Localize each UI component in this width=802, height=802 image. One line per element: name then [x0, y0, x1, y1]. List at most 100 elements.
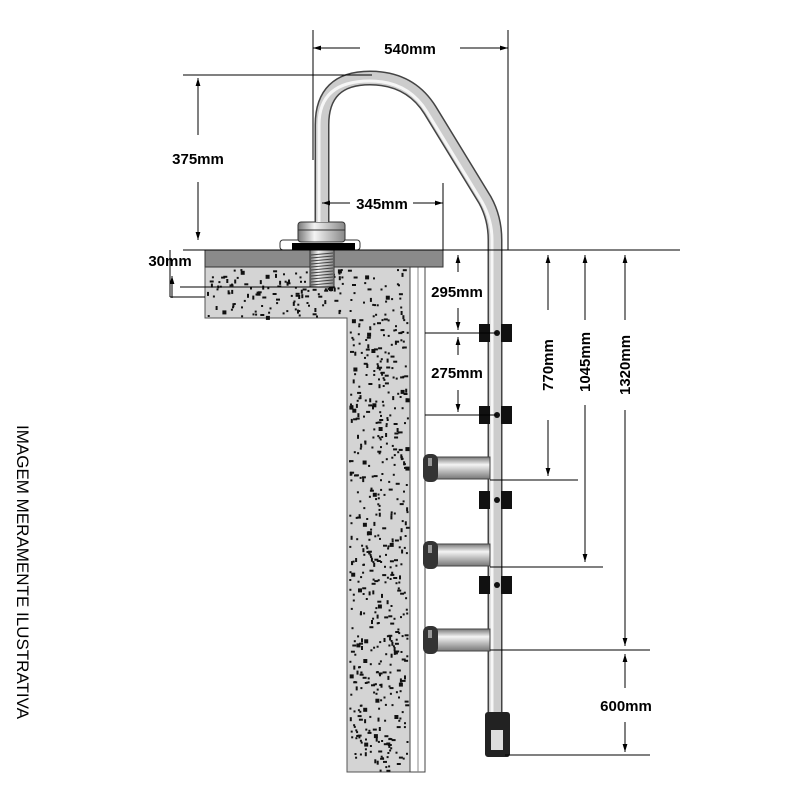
- speckle: [376, 614, 379, 619]
- speckle: [209, 280, 214, 283]
- speckle: [360, 704, 363, 707]
- speckle: [232, 306, 234, 309]
- dim-label-1320: 1320mm: [617, 335, 634, 395]
- speckle: [230, 308, 233, 311]
- speckle: [396, 669, 401, 672]
- speckle: [386, 635, 389, 638]
- speckle: [393, 448, 398, 451]
- speckle: [375, 698, 380, 703]
- speckle: [380, 479, 382, 482]
- speckle: [359, 642, 363, 645]
- speckle: [378, 452, 381, 455]
- speckle: [402, 269, 407, 272]
- speckle: [401, 272, 404, 277]
- speckle: [389, 636, 392, 641]
- speckle: [398, 431, 403, 434]
- speckle: [404, 722, 406, 725]
- speckle: [387, 752, 390, 754]
- speckle: [364, 356, 366, 359]
- speckle: [355, 686, 358, 691]
- speckle: [373, 734, 378, 739]
- speckle: [404, 365, 407, 368]
- speckle: [352, 560, 355, 563]
- speckle: [378, 436, 381, 439]
- speckle: [393, 512, 396, 515]
- speckle: [353, 276, 358, 279]
- speckle: [357, 391, 362, 394]
- speckle: [276, 302, 279, 305]
- speckle: [395, 564, 398, 567]
- speckle: [368, 464, 371, 467]
- speckle: [372, 492, 377, 497]
- dim-label-30: 30mm: [148, 253, 191, 270]
- speckle: [372, 315, 375, 318]
- speckle: [369, 715, 372, 718]
- speckle: [375, 692, 378, 695]
- speckle: [355, 756, 358, 759]
- speckle: [395, 650, 400, 653]
- speckle: [372, 590, 375, 595]
- speckle: [391, 641, 394, 646]
- speckle: [359, 710, 362, 713]
- speckle: [391, 704, 394, 707]
- speckle: [405, 597, 408, 600]
- speckle: [402, 613, 405, 616]
- speckle: [364, 639, 369, 644]
- speckle: [298, 314, 301, 317]
- speckle: [341, 276, 344, 279]
- speckle: [362, 593, 365, 595]
- speckle: [376, 560, 381, 562]
- speckle: [400, 376, 405, 379]
- speckle: [401, 549, 404, 554]
- speckle: [350, 693, 353, 696]
- speckle: [241, 315, 244, 318]
- speckle: [360, 687, 363, 690]
- speckle: [402, 340, 405, 343]
- speckle: [377, 717, 380, 722]
- speckle: [368, 404, 373, 407]
- speckle: [362, 571, 365, 574]
- speckle: [374, 611, 377, 614]
- speckle: [376, 688, 379, 691]
- speckle: [379, 674, 381, 677]
- speckle: [357, 434, 359, 439]
- speckle: [377, 740, 380, 743]
- speckle: [356, 538, 359, 541]
- speckle: [398, 581, 401, 584]
- speckle: [377, 622, 380, 624]
- speckle: [352, 408, 357, 413]
- speckle: [368, 552, 371, 555]
- speckle: [393, 454, 396, 457]
- speckle: [367, 344, 370, 349]
- speckle: [382, 757, 384, 760]
- speckle: [372, 303, 375, 306]
- speckle: [387, 547, 390, 550]
- speckle: [356, 643, 361, 648]
- speckle: [368, 591, 371, 596]
- speckle: [402, 331, 405, 333]
- speckle: [358, 736, 361, 739]
- speckle: [385, 295, 390, 300]
- speckle: [387, 545, 390, 548]
- speckle: [405, 388, 408, 393]
- speckle: [384, 382, 389, 385]
- speckle: [358, 514, 361, 519]
- speckle: [361, 544, 364, 547]
- speckle: [233, 303, 236, 305]
- speckle: [329, 287, 333, 292]
- dimension-lines: [169, 30, 680, 756]
- speckle: [369, 663, 372, 666]
- speckle: [366, 518, 369, 520]
- speckle: [358, 588, 362, 593]
- speckle: [350, 418, 353, 423]
- speckle: [364, 399, 367, 402]
- speckle: [351, 336, 354, 339]
- speckle: [378, 427, 383, 431]
- speckle: [324, 300, 327, 305]
- speckle: [363, 415, 365, 418]
- speckle: [385, 423, 388, 426]
- speckle: [358, 397, 361, 400]
- speckle: [362, 563, 365, 566]
- speckle: [240, 270, 245, 275]
- speckle: [380, 414, 382, 417]
